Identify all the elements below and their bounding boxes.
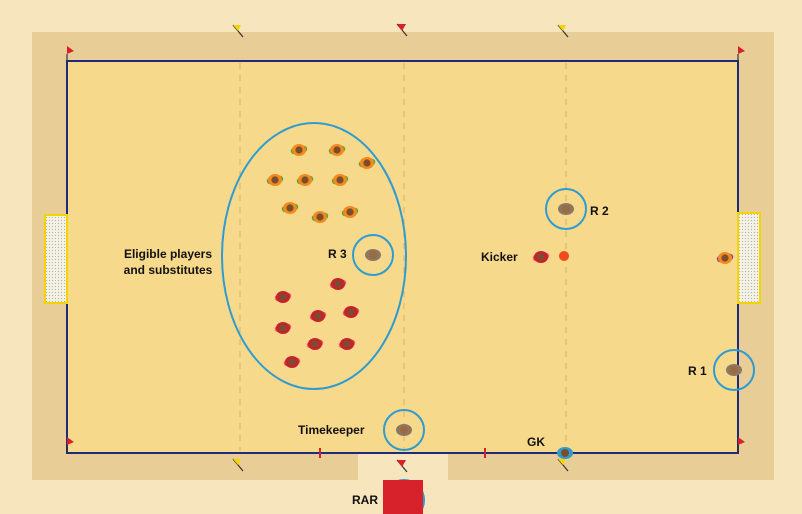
goalkeeper	[557, 447, 573, 459]
goal-right	[738, 213, 760, 303]
rar-label: RAR	[352, 493, 378, 507]
ball	[559, 251, 569, 261]
timekeeper-label: Timekeeper	[298, 423, 365, 437]
r3-label: R 3	[328, 247, 347, 261]
eligible-players-label-line1: Eligible players	[124, 247, 212, 261]
timekeeper-table	[383, 480, 423, 514]
eligible-players-label-line2: and substitutes	[124, 263, 213, 277]
r2-label: R 2	[590, 204, 609, 218]
kicker-label: Kicker	[481, 250, 518, 264]
goal-left	[45, 215, 67, 303]
goalkeeper-label: GK	[527, 435, 545, 449]
r1-label: R 1	[688, 364, 707, 378]
